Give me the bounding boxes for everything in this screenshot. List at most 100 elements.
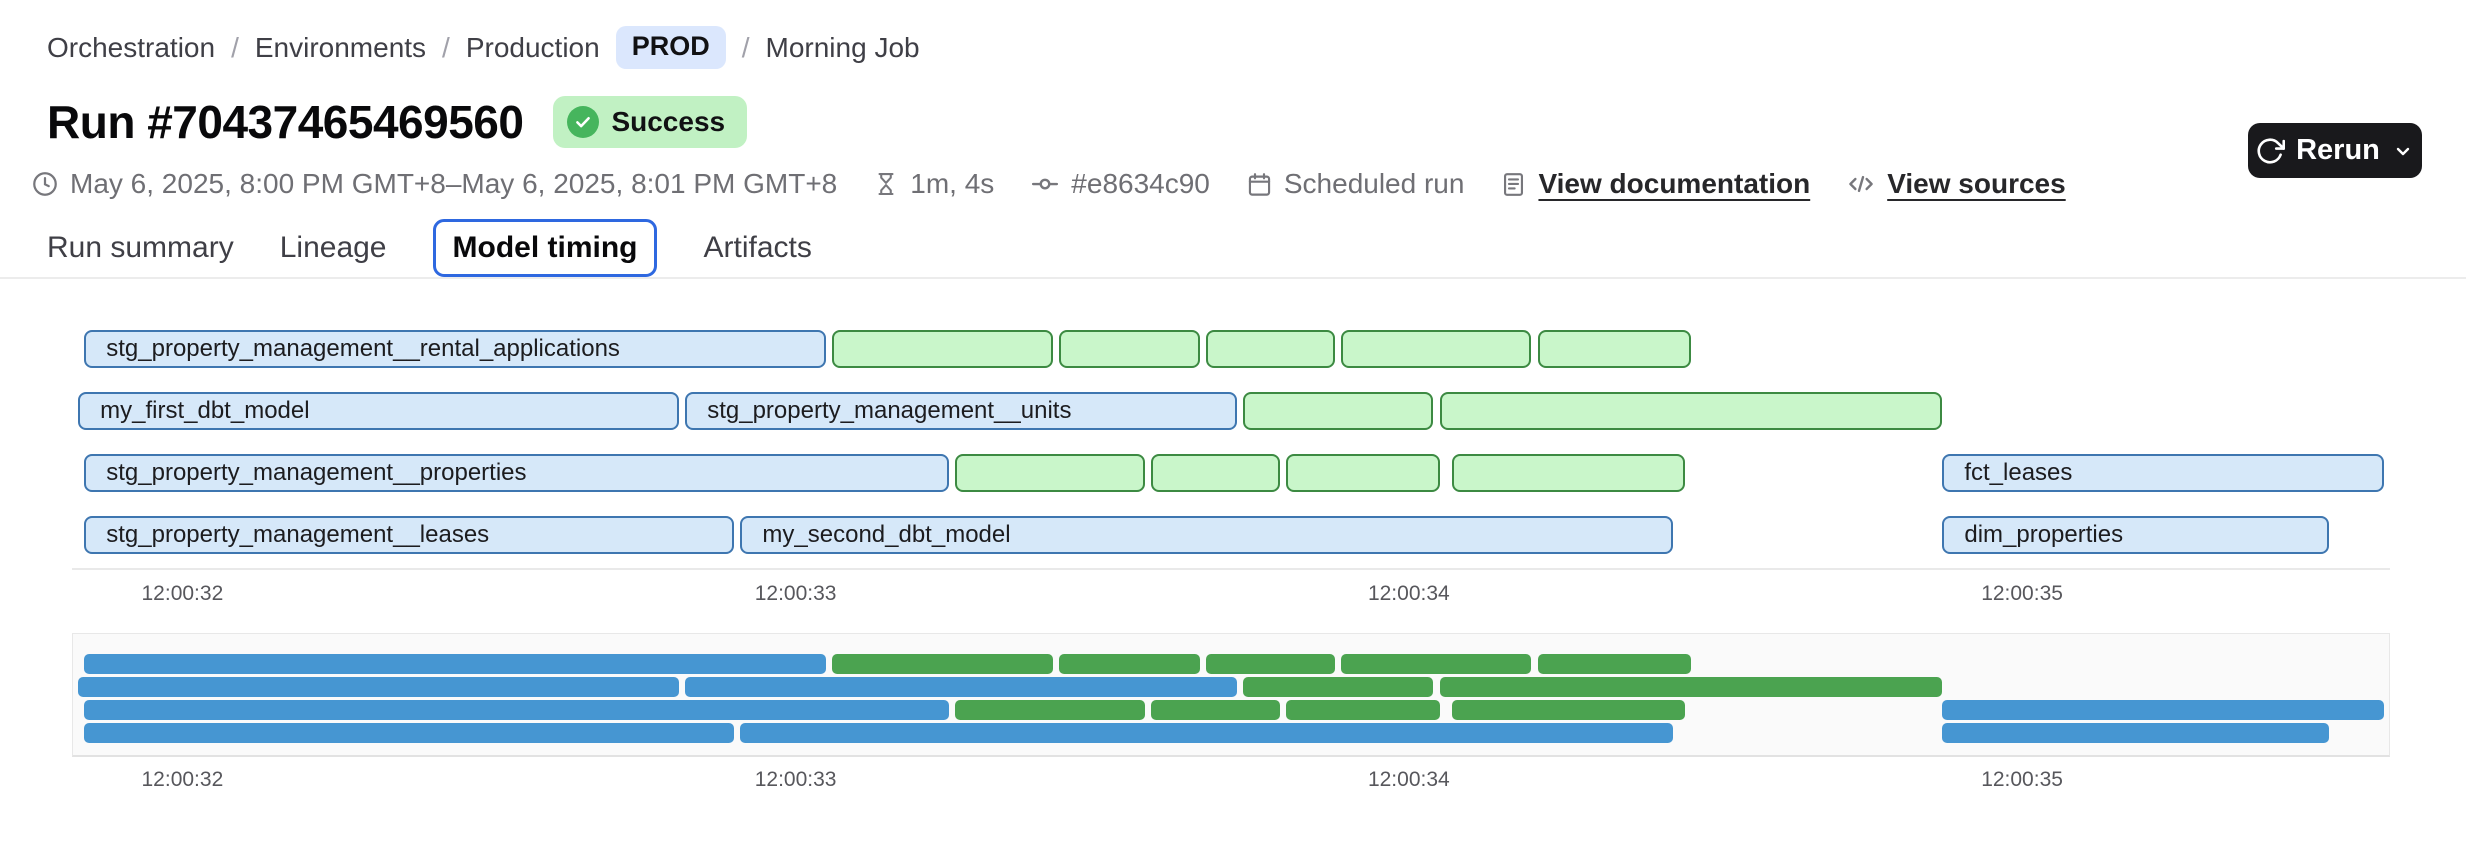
gantt-bar[interactable] (1451, 454, 1685, 492)
code-icon (1849, 175, 1874, 193)
gantt-bar[interactable] (1341, 330, 1532, 368)
calendar-icon (1248, 172, 1271, 196)
status-label: Success (611, 106, 726, 137)
tab-run-summary[interactable]: Run summary (47, 231, 234, 264)
gantt-bar[interactable] (1151, 700, 1281, 720)
run-tabs: Run summary Lineage Model timing Artifac… (47, 219, 812, 277)
gantt-bar[interactable] (1151, 454, 1281, 492)
gantt-time-axis: 12:00:32 12:00:33 12:00:34 12:00:35 (72, 582, 2390, 610)
breadcrumb: Orchestration / Environments / Productio… (47, 26, 920, 69)
tab-lineage[interactable]: Lineage (279, 231, 387, 264)
gantt-bar[interactable] (832, 330, 1054, 368)
tabs-divider (0, 277, 2466, 279)
document-icon (1504, 172, 1524, 196)
breadcrumb-morning-job[interactable]: Morning Job (765, 31, 920, 63)
gantt-bar-stg_property_management__units[interactable] (685, 677, 1238, 697)
view-documentation-link[interactable]: View documentation (1538, 168, 1811, 199)
gantt-bar-my_second_dbt_model[interactable] (740, 723, 1673, 743)
gantt-bar[interactable] (1451, 700, 1685, 720)
chevron-down-icon (2396, 147, 2410, 155)
gantt-bar-stg_property_management__units[interactable]: stg_property_management__units (685, 392, 1238, 430)
view-sources: View sources (1846, 168, 2066, 200)
gantt-bar-label: my_second_dbt_model (762, 521, 1011, 548)
breadcrumb-orchestration[interactable]: Orchestration (47, 31, 216, 63)
gantt-bar-dim_properties[interactable]: dim_properties (1942, 516, 2329, 554)
gantt-bar[interactable] (1243, 677, 1434, 697)
gantt-bar[interactable] (1286, 700, 1440, 720)
gantt-bar[interactable] (1243, 392, 1434, 430)
gantt-bar-label: stg_property_management__units (707, 397, 1072, 424)
gantt-bar-label: fct_leases (1964, 459, 2073, 486)
hourglass-icon (878, 173, 894, 195)
tab-artifacts[interactable]: Artifacts (703, 231, 812, 264)
gantt-bar-label: stg_property_management__properties (106, 459, 527, 486)
gantt-bar-dim_properties[interactable] (1942, 723, 2329, 743)
gantt-bar[interactable] (1537, 654, 1691, 674)
environment-badge: PROD (615, 26, 726, 69)
gantt-bar-stg_property_management__leases[interactable] (84, 723, 735, 743)
breadcrumb-separator: / (442, 31, 450, 63)
axis-tick-label: 12:00:35 (1981, 582, 2063, 605)
status-badge: Success (553, 96, 748, 148)
axis-tick-label: 12:00:33 (754, 768, 837, 791)
gantt-bar-stg_property_management__properties[interactable]: stg_property_management__properties (84, 454, 949, 492)
breadcrumb-separator: / (741, 31, 750, 63)
axis-tick-label: 12:00:33 (754, 582, 837, 605)
axis-tick-label: 12:00:32 (141, 768, 224, 791)
gantt-bar-fct_leases[interactable]: fct_leases (1942, 454, 2384, 492)
gantt-axis-line (72, 568, 2390, 570)
gantt-bar-label: stg_property_management__rental_applicat… (106, 335, 620, 362)
axis-tick-label: 12:00:34 (1367, 768, 1450, 791)
gantt-bar[interactable] (832, 654, 1054, 674)
model-timing-gantt-chart: stg_property_management__rental_applicat… (72, 330, 2390, 620)
gantt-bar-stg_property_management__rental_applications[interactable]: stg_property_management__rental_applicat… (84, 330, 827, 368)
gantt-bar[interactable] (1286, 454, 1440, 492)
gantt-bar[interactable] (955, 700, 1146, 720)
gantt-bar-label: dim_properties (1964, 521, 2124, 548)
tab-model-timing[interactable]: Model timing (432, 219, 658, 277)
rerun-button[interactable]: Rerun (2248, 123, 2422, 178)
success-check-icon (567, 106, 600, 138)
gantt-bar-my_second_dbt_model[interactable]: my_second_dbt_model (740, 516, 1673, 554)
axis-tick-label: 12:00:35 (1981, 768, 2063, 791)
run-time-range: May 6, 2025, 8:00 PM GMT+8–May 6, 2025, … (31, 168, 837, 200)
view-sources-link[interactable]: View sources (1887, 168, 2066, 199)
run-duration: 1m, 4s (873, 168, 994, 200)
gantt-overview-rows (72, 654, 2390, 746)
gantt-bar[interactable] (1537, 330, 1691, 368)
view-documentation: View documentation (1500, 168, 1810, 200)
duration-value: 1m, 4s (910, 168, 995, 199)
gantt-bar-stg_property_management__leases[interactable]: stg_property_management__leases (84, 516, 735, 554)
trigger-label: Scheduled run (1283, 168, 1465, 199)
commit-hash: #e8634c90 (1071, 168, 1210, 199)
gantt-bar-stg_property_management__properties[interactable] (84, 700, 949, 720)
model-timing-overview-chart: 12:00:32 12:00:33 12:00:34 12:00:35 (72, 633, 2390, 803)
gantt-bar-my_first_dbt_model[interactable] (78, 677, 680, 697)
rerun-label: Rerun (2296, 134, 2380, 166)
breadcrumb-environments[interactable]: Environments (254, 31, 427, 63)
breadcrumb-separator: / (231, 31, 239, 63)
clock-icon (33, 172, 57, 196)
axis-tick-label: 12:00:32 (141, 582, 224, 605)
gantt-bar[interactable] (1206, 654, 1336, 674)
axis-tick-label: 12:00:34 (1367, 582, 1450, 605)
run-date-range: May 6, 2025, 8:00 PM GMT+8–May 6, 2025, … (70, 168, 838, 199)
gantt-bar[interactable] (1341, 654, 1532, 674)
gantt-bar-fct_leases[interactable] (1942, 700, 2384, 720)
gantt-bar[interactable] (1059, 654, 1201, 674)
gantt-bar-stg_property_management__rental_applications[interactable] (84, 654, 827, 674)
run-meta-row: May 6, 2025, 8:00 PM GMT+8–May 6, 2025, … (31, 168, 2066, 200)
page-title: Run #70437465469560 (47, 96, 524, 148)
gantt-bar[interactable] (1206, 330, 1336, 368)
gantt-bar[interactable] (1439, 677, 1943, 697)
gantt-bar[interactable] (955, 454, 1146, 492)
gantt-bar[interactable] (1439, 392, 1943, 430)
gantt-bar-label: my_first_dbt_model (100, 397, 310, 424)
gantt-bar-my_first_dbt_model[interactable]: my_first_dbt_model (78, 392, 680, 430)
gantt-detail-rows: stg_property_management__rental_applicat… (72, 330, 2390, 554)
gantt-bar[interactable] (1059, 330, 1201, 368)
breadcrumb-production[interactable]: Production (465, 31, 600, 63)
refresh-icon (2257, 137, 2286, 164)
title-row: Run #70437465469560 Success (47, 95, 748, 149)
